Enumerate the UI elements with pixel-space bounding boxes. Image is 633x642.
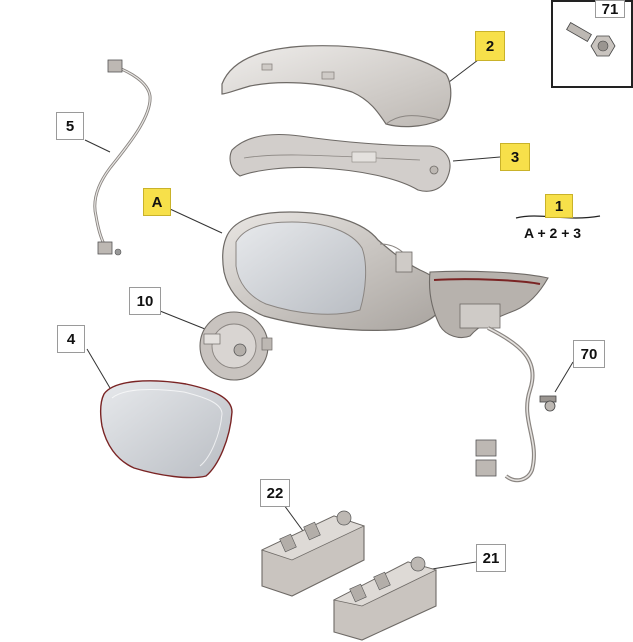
mirror-housing-part-A (222, 211, 447, 331)
actuator-part-10 (199, 311, 273, 381)
callout-70: 70 (573, 340, 605, 368)
door-bracket (428, 270, 549, 339)
turn-signal-part-3 (229, 133, 451, 192)
wiring-harness-part-5 (93, 59, 152, 256)
callout-71: 71 (595, 0, 625, 18)
callout-21: 21 (476, 544, 506, 572)
mirror-cap-part-2 (221, 45, 452, 128)
cable-loom (475, 326, 536, 483)
callout-22: 22 (260, 479, 290, 507)
callout-1: 1 (545, 194, 573, 218)
callout-10: 10 (129, 287, 161, 315)
assembly-formula: A + 2 + 3 (524, 225, 582, 241)
screw-part-70 (539, 395, 557, 412)
callout-4: 4 (57, 325, 85, 353)
callout-5: 5 (56, 112, 84, 140)
mirror-glass-part-4 (99, 380, 233, 479)
bolt-icon (566, 21, 616, 57)
switch-part-21 (332, 556, 438, 641)
leader-lines (84, 59, 574, 570)
switch-part-22 (260, 510, 366, 597)
callout-2: 2 (475, 31, 505, 61)
callout-A: A (143, 188, 171, 216)
callout-3: 3 (500, 143, 530, 171)
